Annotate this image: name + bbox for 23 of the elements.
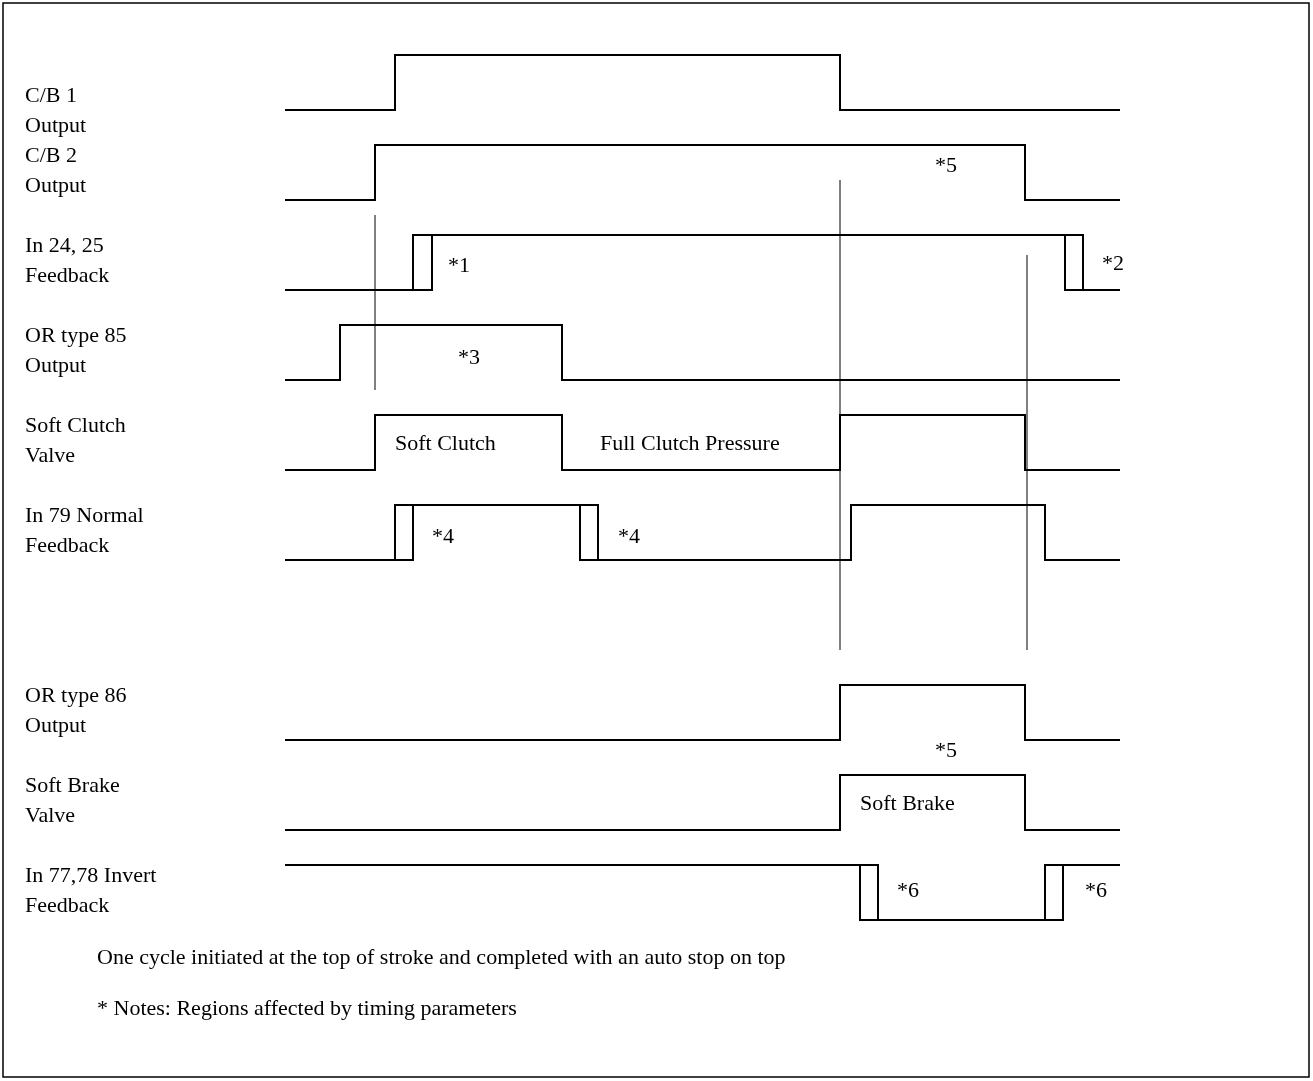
- waveform-label: Soft Clutch: [395, 429, 496, 457]
- waveform-label: Full Clutch Pressure: [600, 429, 780, 457]
- note-text: One cycle initiated at the top of stroke and completed with an auto stop on top: [97, 943, 786, 971]
- note-marker: *6: [897, 876, 919, 904]
- signal-name: Soft Clutch Valve: [25, 411, 127, 469]
- signal-name: C/B 2 Output: [25, 141, 88, 199]
- signal-name: OR type 86 Output: [25, 681, 128, 739]
- signal-name: OR type 85 Output: [25, 321, 128, 379]
- signal-name: Soft Brake Valve: [25, 771, 121, 829]
- signal-name: In 79 Normal Feedback: [25, 501, 145, 559]
- note-text: * Notes: Regions affected by timing parameters: [97, 994, 517, 1022]
- note-marker: *3: [458, 343, 480, 371]
- note-marker: *5: [935, 151, 957, 179]
- note-marker: *5: [935, 736, 957, 764]
- note-marker: *4: [618, 522, 640, 550]
- signal-name: In 24, 25 Feedback: [25, 231, 111, 289]
- note-marker: *6: [1085, 876, 1107, 904]
- note-marker: *1: [448, 251, 470, 279]
- note-marker: *4: [432, 522, 454, 550]
- note-marker: *2: [1102, 249, 1124, 277]
- signal-name: In 77,78 Invert Feedback: [25, 861, 158, 919]
- signal-name: C/B 1 Output: [25, 81, 88, 139]
- waveform-label: Soft Brake: [860, 789, 955, 817]
